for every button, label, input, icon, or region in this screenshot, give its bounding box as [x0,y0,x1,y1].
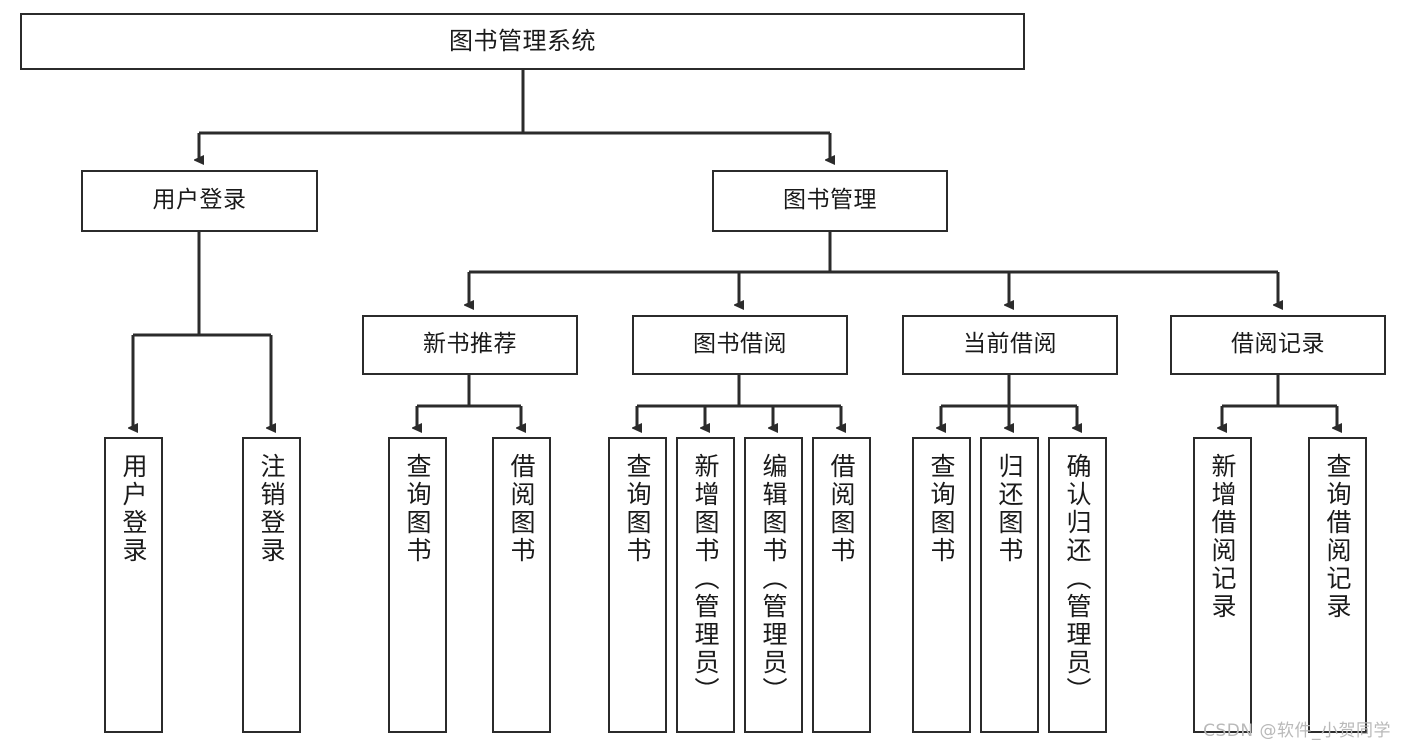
leaf-borrow-record-2[interactable]: 查询借阅记录 [1308,437,1367,733]
leaf-current-borrow-1[interactable]: 查询图书 [912,437,971,733]
node-label: 借阅图书 [827,453,856,565]
node-root-book-management-system[interactable]: 图书管理系统 [20,13,1025,70]
node-label: 查询借阅记录 [1323,453,1352,621]
leaf-book-borrow-4[interactable]: 借阅图书 [812,437,871,733]
node-book-management[interactable]: 图书管理 [712,170,948,232]
leaf-borrow-record-1[interactable]: 新增借阅记录 [1193,437,1252,733]
node-label: 用户登录 [152,187,247,214]
leaf-book-borrow-2[interactable]: 新增图书（管理员） [676,437,735,733]
node-user-login[interactable]: 用户登录 [81,170,318,232]
node-label: 归还图书 [995,453,1024,565]
node-label: 编辑图书（管理员） [759,453,788,705]
node-label: 新增借阅记录 [1208,453,1237,621]
leaf-user-login-2[interactable]: 注销登录 [242,437,301,733]
node-label: 注销登录 [257,453,286,565]
leaf-book-borrow-1[interactable]: 查询图书 [608,437,667,733]
node-label: 用户登录 [119,453,148,565]
node-borrow-record[interactable]: 借阅记录 [1170,315,1386,375]
node-label: 图书管理 [783,187,877,214]
node-label: 新书推荐 [423,331,517,358]
leaf-new-book-recommend-1[interactable]: 查询图书 [388,437,447,733]
node-label: 当前借阅 [963,331,1057,358]
node-label: 借阅图书 [507,453,536,565]
node-label: 查询图书 [927,453,956,565]
leaf-current-borrow-3[interactable]: 确认归还（管理员） [1048,437,1107,733]
node-label: 查询图书 [403,453,432,565]
leaf-current-borrow-2[interactable]: 归还图书 [980,437,1039,733]
node-label: 借阅记录 [1231,331,1325,358]
node-label: 确认归还（管理员） [1063,453,1092,705]
node-label: 查询图书 [623,453,652,565]
node-book-borrow[interactable]: 图书借阅 [632,315,848,375]
leaf-new-book-recommend-2[interactable]: 借阅图书 [492,437,551,733]
node-label: 图书借阅 [693,331,787,358]
node-label: 新增图书（管理员） [691,453,720,705]
node-current-borrow[interactable]: 当前借阅 [902,315,1118,375]
leaf-book-borrow-3[interactable]: 编辑图书（管理员） [744,437,803,733]
node-label: 图书管理系统 [449,27,596,56]
leaf-user-login-1[interactable]: 用户登录 [104,437,163,733]
node-new-book-recommend[interactable]: 新书推荐 [362,315,578,375]
